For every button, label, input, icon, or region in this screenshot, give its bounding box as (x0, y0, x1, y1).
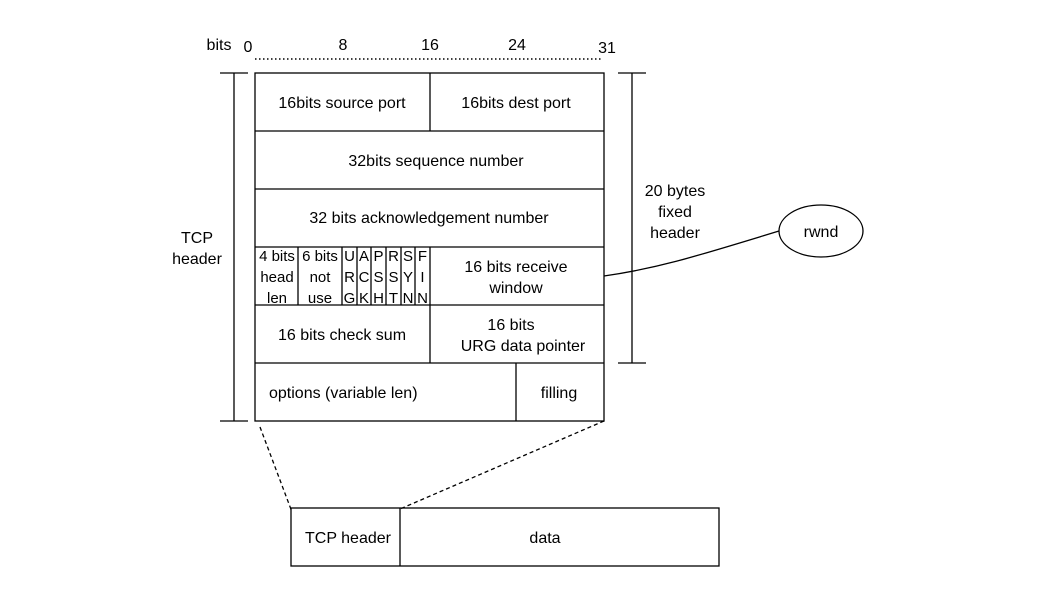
head-len-line-2: head (260, 269, 293, 286)
flag-letter: N (403, 290, 414, 307)
flag-syn: S Y N (403, 248, 414, 307)
flag-letter: P (373, 248, 383, 265)
flag-letter: N (417, 290, 428, 307)
receive-window-line-2: window (488, 280, 543, 297)
rwnd-ellipse (778, 204, 864, 258)
flag-ack: A C K (359, 248, 370, 307)
fixed-header-bracket: 20 bytes fixed header (618, 72, 705, 364)
flag-urg: U R G (344, 248, 356, 307)
urg-pointer-line-2: URG data pointer (461, 338, 586, 355)
fixed-header-line-2: fixed (658, 204, 692, 221)
zoom-line-right (399, 420, 605, 510)
flag-letter: S (388, 269, 398, 286)
flag-letter: Y (403, 269, 413, 286)
flag-letter: A (359, 248, 369, 265)
bits-label: bits (207, 37, 232, 54)
flag-letter: I (420, 269, 424, 286)
bit-tick-0: 0 (244, 39, 253, 56)
head-len-line-1: 4 bits (259, 248, 295, 265)
rwnd-connector (603, 230, 780, 277)
tcp-header-bracket: TCP header (172, 72, 248, 422)
not-use-line-3: use (308, 290, 332, 307)
flag-fin: F I N (417, 248, 428, 307)
bit-tick-24: 24 (508, 37, 526, 54)
bit-tick-31: 31 (598, 40, 616, 57)
not-use-line-1: 6 bits (302, 248, 338, 265)
zoom-line-left (259, 426, 293, 513)
rwnd-label: rwnd (804, 224, 839, 241)
bits-ruler: bits 0 8 16 24 31 (207, 37, 616, 60)
tcp-segment: TCP header data (290, 507, 720, 567)
flag-letter: G (344, 290, 356, 307)
segment-tcp-header-label: TCP header (305, 530, 392, 547)
rwnd-callout: rwnd (603, 204, 864, 277)
receive-window-line-1: 16 bits receive (464, 259, 567, 276)
flag-letter: K (359, 290, 369, 307)
not-use-line-2: not (310, 269, 332, 286)
header-field-labels: 16bits source port 16bits dest port 32bi… (259, 95, 586, 402)
source-port-label: 16bits source port (278, 95, 406, 112)
flag-letter: R (388, 248, 399, 265)
bit-tick-16: 16 (421, 37, 439, 54)
filling-label: filling (541, 385, 577, 402)
urg-pointer-line-1: 16 bits (487, 317, 534, 334)
flag-rst: R S T (388, 248, 399, 307)
check-sum-label: 16 bits check sum (278, 327, 406, 344)
flag-letter: S (403, 248, 413, 265)
fixed-header-line-3: header (650, 225, 700, 242)
flag-letter: U (344, 248, 355, 265)
flag-letter: C (359, 269, 370, 286)
segment-data-label: data (529, 530, 560, 547)
header-grid (254, 72, 605, 422)
segment-outline (290, 507, 720, 567)
tcp-header-side-line-1: TCP (181, 230, 213, 247)
bit-tick-8: 8 (339, 37, 348, 54)
zoom-lines (259, 420, 605, 513)
flag-psh: P S H (373, 248, 384, 307)
flag-letter: H (373, 290, 384, 307)
flag-letter: F (418, 248, 427, 265)
sequence-number-label: 32bits sequence number (348, 153, 524, 170)
flag-letter: T (389, 290, 398, 307)
flag-letter: S (373, 269, 383, 286)
options-label: options (variable len) (269, 385, 418, 402)
head-len-line-3: len (267, 290, 287, 307)
ack-number-label: 32 bits acknowledgement number (309, 210, 549, 227)
fixed-header-line-1: 20 bytes (645, 183, 705, 200)
dest-port-label: 16bits dest port (461, 95, 571, 112)
flag-letter: R (344, 269, 355, 286)
tcp-header-side-line-2: header (172, 251, 222, 268)
